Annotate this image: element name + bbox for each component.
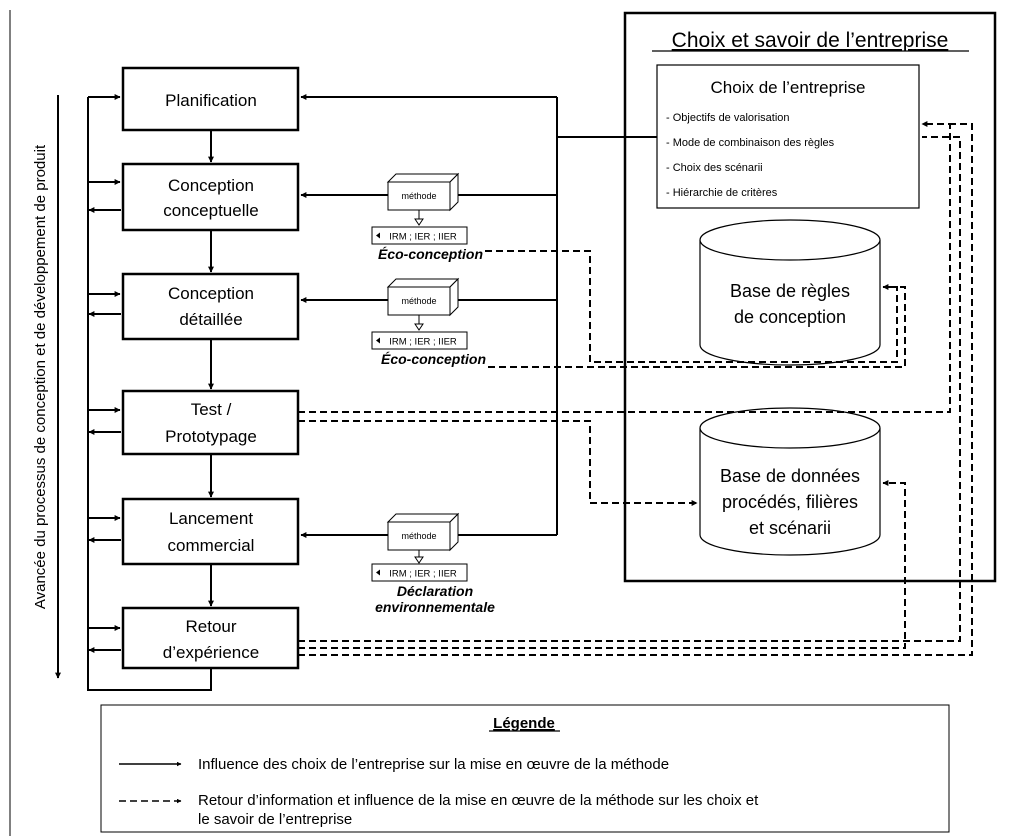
choices-item: - Objectifs de valorisation — [666, 112, 790, 124]
rules-database-cylinder: Base de règles de conception — [699, 219, 881, 366]
company-title: Choix et savoir de l’entreprise — [672, 29, 949, 52]
progress-axis-label: Avancée du processus de conception et de… — [32, 144, 49, 609]
method-box-label: méthode — [401, 296, 436, 306]
method-unit-1: méthode IRM ; IER ; IIER Éco-conception — [371, 172, 483, 262]
method-box-label: méthode — [401, 191, 436, 201]
feedback-retour-outer — [298, 123, 973, 656]
method-caption-line1: Déclaration — [397, 583, 473, 599]
data-db-line1: Base de données — [720, 466, 860, 486]
legend-title: Légende — [493, 715, 555, 732]
stage-lancement-commercial: Lancement commercial — [121, 497, 300, 566]
stage-test-prototypage: Test / Prototypage — [121, 389, 300, 456]
stage-label-line1: Conception — [168, 284, 254, 303]
legend-dashed-text-line1: Retour d’information et influence de la … — [198, 792, 759, 809]
data-database-cylinder: Base de données procédés, filières et sc… — [699, 407, 881, 556]
feedback-test-to-choices — [298, 121, 951, 413]
stage-label-line2: commercial — [168, 536, 255, 555]
choices-item: - Choix des scénarii — [666, 162, 763, 174]
stage-label-line2: conceptuelle — [163, 201, 258, 220]
stage-label-line2: d’expérience — [163, 643, 259, 662]
stage-label: Planification — [165, 91, 257, 110]
indicators-box — [371, 331, 468, 350]
stage-retour-experience: Retour d’expérience — [121, 606, 300, 670]
method-box-label: méthode — [401, 531, 436, 541]
company-frame — [623, 11, 997, 583]
legend-dashed-text-line2: le savoir de l’entreprise — [198, 811, 352, 828]
method-box — [387, 181, 451, 211]
feedback-retour-to-choices — [298, 136, 961, 642]
indicators-label: IRM ; IER ; IIER — [389, 232, 457, 243]
legend-frame — [100, 704, 950, 833]
feedback-eco-2-to-rules — [488, 286, 906, 368]
feedback-test-to-data — [298, 420, 698, 506]
method-caption: Éco-conception — [381, 351, 486, 367]
choices-item: - Mode de combinaison des règles — [666, 137, 835, 149]
stage-label-line1: Lancement — [169, 509, 253, 528]
indicators-label: IRM ; IER ; IIER — [389, 337, 457, 348]
stage-label-line1: Test / — [191, 400, 232, 419]
method-caption: Éco-conception — [378, 246, 483, 262]
feedback-bus — [87, 94, 212, 691]
stage-label-line1: Retour — [185, 617, 236, 636]
stage-conception-detaillee: Conception détaillée — [121, 272, 300, 341]
stage-label-line1: Conception — [168, 176, 254, 195]
stage-label-line2: Prototypage — [165, 427, 257, 446]
indicators-box — [371, 563, 468, 582]
data-db-line3: et scénarii — [749, 518, 831, 538]
method-unit-3: méthode IRM ; IER ; IIER Déclaration env… — [371, 512, 495, 615]
feedback-retour-to-data — [298, 480, 906, 649]
indicators-box — [371, 226, 468, 245]
rules-db-line1: Base de règles — [730, 281, 850, 301]
influence-lines — [300, 94, 657, 538]
legend-solid-text: Influence des choix de l’entreprise sur … — [198, 756, 669, 773]
feedback-lines — [298, 121, 973, 656]
stage-label-line2: détaillée — [179, 310, 242, 329]
indicators-label: IRM ; IER ; IIER — [389, 569, 457, 580]
rules-db-line2: de conception — [734, 307, 846, 327]
method-box — [387, 521, 451, 551]
choices-item: - Hiérarchie de critères — [666, 187, 778, 199]
method-caption-line2: environnementale — [375, 599, 495, 615]
method-box — [387, 286, 451, 316]
stage-planification: Planification — [121, 66, 300, 132]
stage-conception-conceptuelle: Conception conceptuelle — [121, 162, 300, 232]
method-unit-2: méthode IRM ; IER ; IIER Éco-conception — [371, 277, 486, 367]
company-knowledge-panel: Choix et savoir de l’entreprise Choix de… — [623, 11, 997, 583]
progress-axis: Avancée du processus de conception et de… — [32, 95, 61, 679]
company-choices-box: Choix de l’entreprise - Objectifs de val… — [656, 64, 920, 209]
data-db-line2: procédés, filières — [722, 492, 858, 512]
legend: Légende Influence des choix de l’entrepr… — [100, 704, 950, 833]
choices-title: Choix de l’entreprise — [711, 78, 866, 97]
